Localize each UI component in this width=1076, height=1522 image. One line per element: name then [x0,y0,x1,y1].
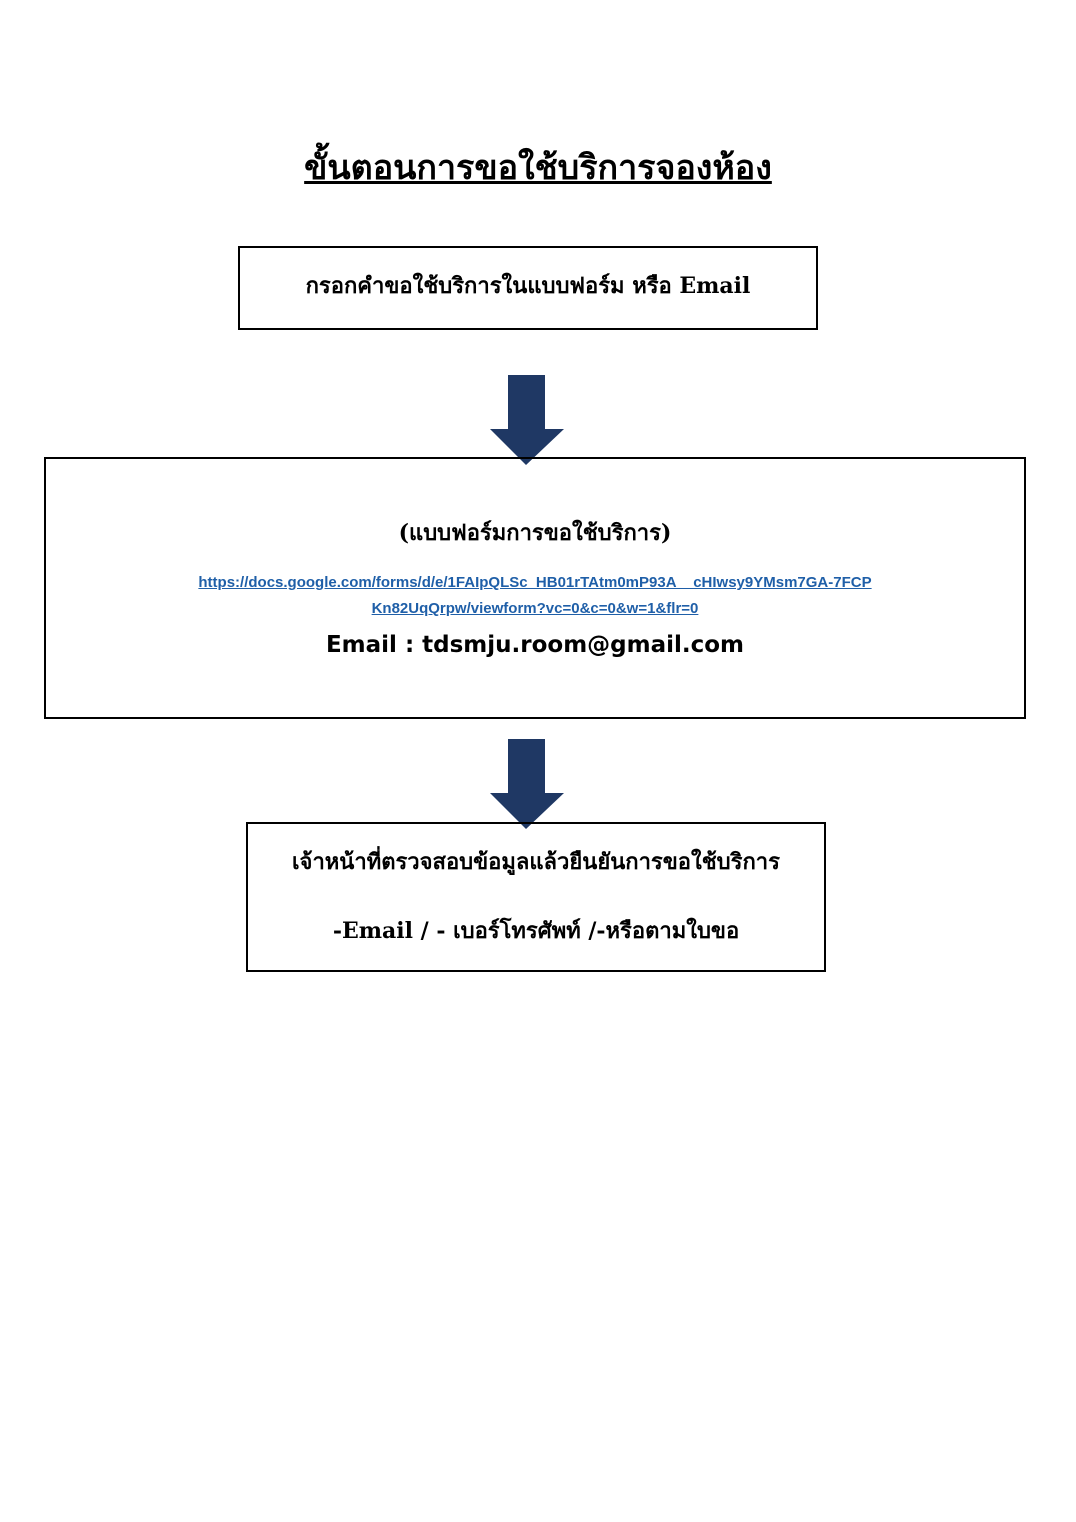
step-3-text: เจ้าหน้าที่ตรวจสอบข้อมูลแล้วยืนยันการขอใ… [292,849,780,875]
step-2-box: (แบบฟอร์มการขอใช้บริการ) https://docs.go… [44,457,1026,719]
page-title: ขั้นตอนการขอใช้บริการจองห้อง [304,148,772,188]
email-address: Email : tdsmju.room@gmail.com [325,632,745,658]
form-heading: (แบบฟอร์มการขอใช้บริการ) [398,520,672,546]
step-1-box: กรอกคำขอใช้บริการในแบบฟอร์ม หรือ Email [238,246,818,330]
step-1-text: กรอกคำขอใช้บริการในแบบฟอร์ม หรือ Email [305,273,751,299]
down-arrow-icon [490,375,564,465]
step-3-box: เจ้าหน้าที่ตรวจสอบข้อมูลแล้วยืนยันการขอใ… [246,822,826,972]
down-arrow-icon [490,739,564,829]
step-3-channels: -Email / - เบอร์โทรศัพท์ /-หรือตามใบขอ [332,918,740,944]
google-form-link[interactable]: https://docs.google.com/forms/d/e/1FAIpQ… [198,574,872,617]
